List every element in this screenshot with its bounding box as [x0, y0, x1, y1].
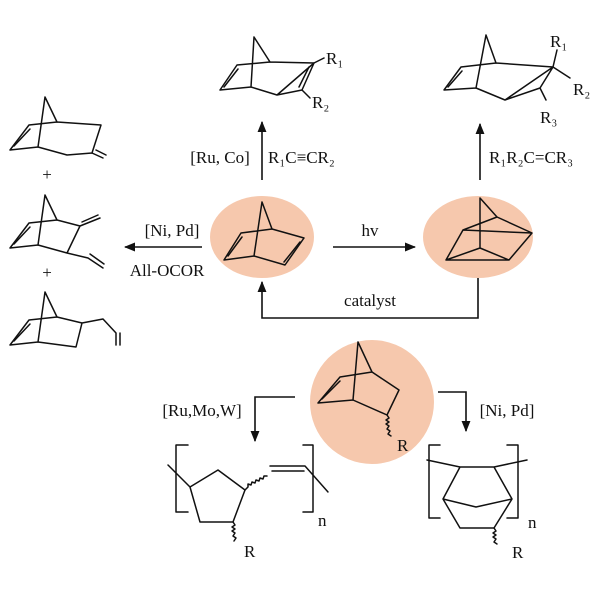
methylene-norbornene-structure: [9, 96, 107, 159]
addition-polymer-structure: [426, 444, 528, 545]
repeat-n-label: n: [528, 513, 537, 532]
r-label: R: [512, 543, 524, 562]
r2-label: R₂: [312, 93, 329, 112]
romp-catalyst-label: [Ru,Mo,W]: [162, 401, 241, 420]
addition-polymerization-arrow: [438, 391, 471, 433]
plus-sign: +: [42, 263, 52, 282]
photo-label: hv: [362, 221, 380, 240]
norbornadiene-structure: [223, 201, 305, 266]
substituted-norbornene-structure: [317, 341, 400, 437]
alkene-reagent-label: R₁R₂C=CR₃: [489, 148, 573, 167]
reverse-catalyst-label: catalyst: [344, 291, 396, 310]
quadricyclane-structure: [445, 197, 533, 261]
allyl-norbornene-structure: [9, 291, 121, 348]
allyl-catalyst-label: [Ni, Pd]: [145, 221, 200, 240]
addition-catalyst-label: [Ni, Pd]: [480, 401, 535, 420]
r-label: R: [244, 542, 256, 561]
r3-label: R₃: [540, 108, 557, 127]
repeat-n-label: n: [318, 511, 327, 530]
r1-label: R₁: [550, 32, 567, 51]
quadricyclane-highlight: [423, 196, 533, 278]
r1-label: R₁: [326, 49, 343, 68]
romp-arrow: [250, 396, 295, 443]
cycloaddition-reagent-label: R₁C≡CR₂: [268, 148, 335, 167]
allyl-reagent-label: All-OCOR: [130, 261, 205, 280]
romp-polymer-structure: [167, 444, 329, 542]
dimethylene-norbornene-structure: [9, 194, 105, 269]
reverse-catalyst-arrow: [257, 278, 479, 319]
r2-label: R₂: [573, 80, 590, 99]
cycloaddition-catalyst-label: [Ru, Co]: [190, 148, 250, 167]
substituted-norbornene-highlight: [310, 340, 434, 464]
cycloaddition-product-structure: [219, 36, 325, 99]
plus-sign: +: [42, 165, 52, 184]
r-label: R: [397, 436, 409, 455]
alkene-adduct-structure: [443, 34, 571, 101]
